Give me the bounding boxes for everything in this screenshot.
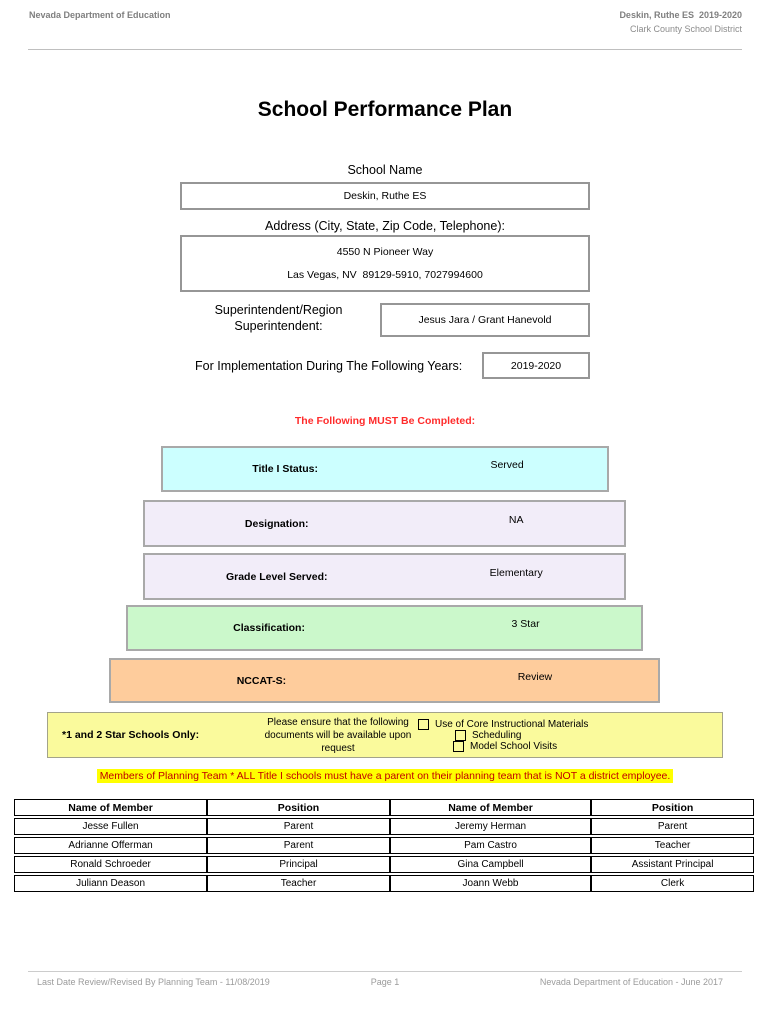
- table-header-cell: Name of Member: [14, 799, 208, 816]
- superintendent-value: Jesus Jara / Grant Hanevold: [418, 314, 552, 326]
- checkbox-label: Model School Visits: [470, 740, 558, 752]
- school-name-value: Deskin, Ruthe ES: [343, 190, 427, 202]
- status-value: Review: [517, 670, 553, 683]
- table-cell: Juliann Deason: [14, 875, 208, 892]
- star-schools-box: *1 and 2 Star Schools Only: Please ensur…: [47, 712, 723, 758]
- checkbox-icon[interactable]: [418, 718, 429, 730]
- table-cell: Teacher: [207, 875, 390, 892]
- header-divider: [28, 49, 742, 50]
- address-line2: Las Vegas, NV 89129-5910, 7027994600: [287, 269, 483, 281]
- table-cell: Joann Webb: [389, 875, 592, 892]
- implementation-years-label: For Implementation During The Following …: [195, 359, 463, 373]
- table-cell: Jeremy Herman: [389, 818, 592, 835]
- address-field[interactable]: 4550 N Pioneer Way Las Vegas, NV 89129-5…: [180, 235, 590, 292]
- star-schools-note: Please ensure that the following documen…: [264, 716, 412, 754]
- address-line1: 4550 N Pioneer Way: [336, 246, 434, 258]
- checkbox-model-school-visits[interactable]: Model School Visits: [453, 740, 588, 752]
- status-value: 3 Star: [511, 618, 540, 630]
- status-row-nccat-s: NCCAT-S: Review: [109, 658, 660, 703]
- header-school-year: Deskin, Ruthe ES 2019-2020: [619, 10, 742, 20]
- status-label: Title I Status:: [252, 463, 318, 475]
- school-name-label: School Name: [347, 163, 423, 177]
- status-label: Grade Level Served:: [225, 570, 328, 583]
- table-cell: Clerk: [591, 875, 754, 892]
- star-schools-label: *1 and 2 Star Schools Only:: [62, 729, 200, 741]
- status-row-title-i-status: Title I Status: Served: [161, 446, 609, 492]
- status-label: Classification:: [233, 622, 305, 634]
- status-row-grade-level-served: Grade Level Served: Elementary: [143, 553, 626, 600]
- header-agency: Nevada Department of Education: [29, 10, 171, 20]
- implementation-years-field[interactable]: 2019-2020: [482, 352, 590, 379]
- table-cell: Principal: [207, 856, 390, 873]
- table-cell: Pam Castro: [389, 837, 592, 854]
- checkbox-scheduling[interactable]: Scheduling: [455, 729, 588, 741]
- must-complete-heading: The Following MUST Be Completed:: [294, 415, 476, 427]
- footer-page-number: Page 1: [370, 977, 400, 987]
- table-header-cell: Position: [207, 799, 390, 816]
- status-label: NCCAT-S:: [236, 674, 287, 687]
- table-cell: Ronald Schroeder: [14, 856, 208, 873]
- status-value: Elementary: [489, 566, 543, 579]
- status-label: Designation:: [244, 517, 309, 530]
- table-cell: Assistant Principal: [591, 856, 754, 873]
- table-cell: Parent: [207, 837, 390, 854]
- page-title: School Performance Plan: [257, 98, 513, 121]
- implementation-years-value: 2019-2020: [510, 359, 562, 372]
- header-district: Clark County School District: [629, 24, 742, 34]
- planning-team-notice: Members of Planning Team * ALL Title I s…: [0, 766, 770, 784]
- status-row-designation: Designation: NA: [143, 500, 626, 547]
- checkbox-use-of-core-instructional-materials[interactable]: Use of Core Instructional Materials: [418, 718, 589, 730]
- checkbox-label: Use of Core Instructional Materials: [435, 718, 589, 730]
- status-row-classification: Classification: 3 Star: [126, 605, 643, 651]
- footer-revision-date: Last Date Review/Revised By Planning Tea…: [37, 977, 270, 987]
- table-cell: Gina Campbell: [389, 856, 592, 873]
- checkbox-label: Scheduling: [472, 729, 522, 741]
- superintendent-field[interactable]: Jesus Jara / Grant Hanevold: [380, 303, 590, 337]
- table-cell: Parent: [591, 818, 754, 835]
- status-value: NA: [508, 513, 524, 526]
- header-school-block: Deskin, Ruthe ES 2019-2020 Clark County …: [619, 10, 742, 34]
- table-header-cell: Name of Member: [389, 799, 592, 816]
- footer-agency-date: Nevada Department of Education - June 20…: [539, 977, 723, 987]
- table-header-cell: Position: [591, 799, 754, 816]
- footer-divider: [28, 971, 742, 972]
- address-label: Address (City, State, Zip Code, Telephon…: [265, 219, 505, 233]
- table-cell: Parent: [207, 818, 390, 835]
- checkbox-icon[interactable]: [455, 729, 466, 741]
- table-cell: Teacher: [591, 837, 754, 854]
- status-value: Served: [490, 459, 524, 471]
- table-cell: Jesse Fullen: [14, 818, 208, 835]
- superintendent-label: Superintendent/Region Superintendent:: [214, 303, 343, 333]
- table-cell: Adrianne Offerman: [14, 837, 208, 854]
- school-name-field[interactable]: Deskin, Ruthe ES: [180, 182, 590, 210]
- checkbox-icon[interactable]: [453, 740, 464, 752]
